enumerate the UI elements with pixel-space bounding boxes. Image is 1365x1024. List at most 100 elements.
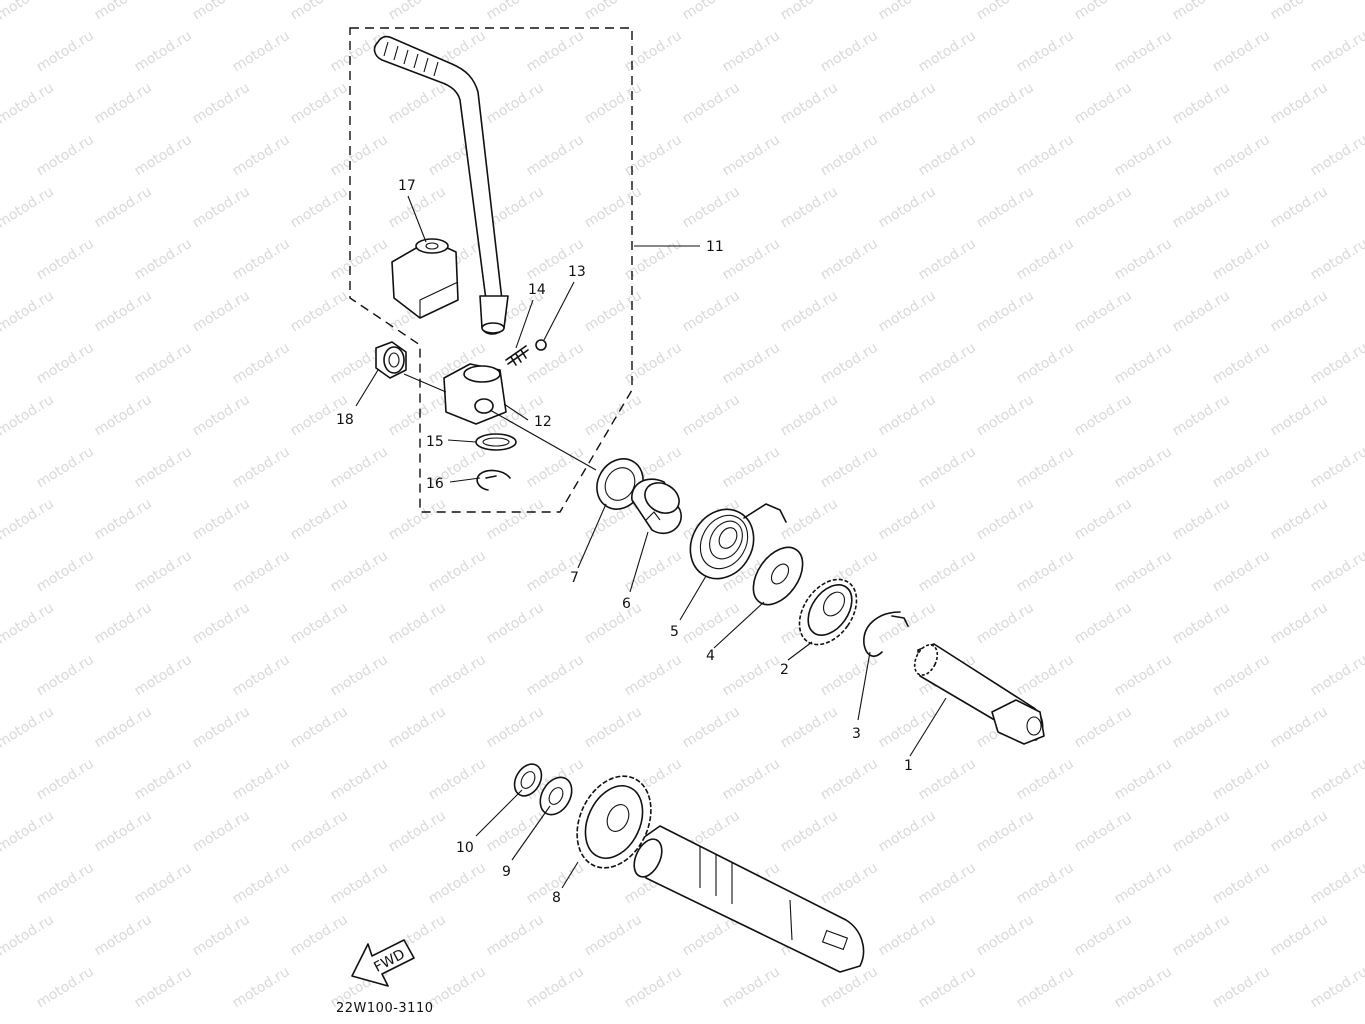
- watermark-text: motod.ru: [916, 236, 979, 284]
- callout-7: 7: [570, 570, 579, 586]
- watermark-text: motod.ru: [1014, 340, 1077, 388]
- watermark-text: motod.ru: [1014, 132, 1077, 180]
- watermark-text: motod.ru: [92, 704, 155, 752]
- callout-10: 10: [456, 840, 474, 856]
- watermark-text: motod.ru: [0, 80, 57, 128]
- watermark-text: motod.ru: [386, 808, 449, 856]
- watermark-text: motod.ru: [484, 80, 547, 128]
- watermark-text: motod.ru: [92, 288, 155, 336]
- watermark-text: motod.ru: [1112, 340, 1175, 388]
- watermark-text: motod.ru: [1170, 704, 1233, 752]
- watermark-text: motod.ru: [974, 0, 1037, 23]
- part-16-circlip: [476, 469, 511, 491]
- watermark-text: motod.ru: [386, 392, 449, 440]
- callout-labels: 17 11 13 14 12 18 15 16 7 6 5 4 2 3 1 10…: [336, 178, 913, 906]
- watermark-text: motod.ru: [34, 236, 97, 284]
- watermark-text: motod.ru: [0, 704, 57, 752]
- watermark-text: motod.ru: [190, 392, 253, 440]
- watermark-text: motod.ru: [328, 756, 391, 804]
- watermark-text: motod.ru: [230, 340, 293, 388]
- watermark-text: motod.ru: [1014, 964, 1077, 1012]
- watermark-text: motod.ru: [1112, 236, 1175, 284]
- watermark-text: motod.ru: [974, 392, 1037, 440]
- watermark-text: motod.ru: [1170, 392, 1233, 440]
- watermark-text: motod.ru: [818, 964, 881, 1012]
- watermark-text: motod.ru: [916, 340, 979, 388]
- watermark-text: motod.ru: [1014, 860, 1077, 908]
- part-3-clip: [863, 611, 909, 657]
- watermark-text: motod.ru: [132, 340, 195, 388]
- watermark-text: motod.ru: [974, 184, 1037, 232]
- watermark-text: motod.ru: [876, 80, 939, 128]
- part-14-spring: [505, 345, 529, 366]
- callout-15: 15: [426, 434, 444, 450]
- watermark-text: motod.ru: [778, 704, 841, 752]
- watermark-text: motod.ru: [680, 0, 743, 23]
- watermark-text: motod.ru: [524, 132, 587, 180]
- watermark-text: motod.ru: [818, 444, 881, 492]
- watermark-text: motod.ru: [34, 964, 97, 1012]
- watermark-text: motod.ru: [34, 652, 97, 700]
- watermark-text: motod.ru: [974, 288, 1037, 336]
- watermark-text: motod.ru: [1268, 808, 1331, 856]
- watermark-text: motod.ru: [484, 496, 547, 544]
- watermark-text: motod.ru: [916, 132, 979, 180]
- watermark-text: motod.ru: [974, 600, 1037, 648]
- watermark-text: motod.ru: [426, 756, 489, 804]
- watermark-text: motod.ru: [92, 392, 155, 440]
- watermark-text: motod.ru: [582, 0, 645, 23]
- watermark-text: motod.ru: [230, 860, 293, 908]
- watermark-text: motod.ru: [1170, 0, 1233, 23]
- watermark-text: motod.ru: [1210, 964, 1273, 1012]
- watermark-text: motod.ru: [426, 652, 489, 700]
- watermark-text: motod.ru: [34, 340, 97, 388]
- watermark-text: motod.ru: [582, 80, 645, 128]
- watermark-text: motod.ru: [0, 912, 57, 960]
- watermark-text: motod.ru: [132, 444, 195, 492]
- watermark-text: motod.ru: [426, 964, 489, 1012]
- watermark-text: motod.ru: [622, 236, 685, 284]
- watermark-text: motod.ru: [92, 0, 155, 23]
- fwd-arrow-icon: FWD: [351, 939, 415, 987]
- watermark-text: motod.ru: [386, 704, 449, 752]
- callout-12: 12: [534, 414, 552, 430]
- callout-17: 17: [398, 178, 416, 194]
- watermark-text: motod.ru: [778, 0, 841, 23]
- watermark-text: motod.ru: [288, 184, 351, 232]
- part-8-shaft-assembly: [576, 775, 865, 973]
- callout-3: 3: [852, 726, 861, 742]
- watermark-text: motod.ru: [1268, 704, 1331, 752]
- watermark-text: motod.ru: [1210, 236, 1273, 284]
- watermark-text: motod.ru: [34, 548, 97, 596]
- watermark-text: motod.ru: [622, 964, 685, 1012]
- watermark-text: motod.ru: [818, 652, 881, 700]
- watermark-text: motod.ru: [328, 860, 391, 908]
- watermark-text: motod.ru: [288, 288, 351, 336]
- watermark-text: motod.ru: [1072, 80, 1135, 128]
- watermark-text: motod.ru: [1112, 964, 1175, 1012]
- watermark-text: motod.ru: [876, 496, 939, 544]
- watermark-text: motod.ru: [230, 28, 293, 76]
- watermark-text: motod.ru: [916, 756, 979, 804]
- watermark-text: motod.ru: [622, 28, 685, 76]
- watermark-text: motod.ru: [1268, 80, 1331, 128]
- watermark-text: motod.ru: [484, 600, 547, 648]
- watermark-text: motod.ru: [1072, 808, 1135, 856]
- watermark-text: motod.ru: [778, 808, 841, 856]
- watermark-text: motod.ru: [34, 756, 97, 804]
- part-5-spring: [689, 503, 787, 580]
- watermark-text: motod.ru: [386, 0, 449, 23]
- watermark-text: motod.ru: [778, 80, 841, 128]
- part-9-washer: [539, 776, 573, 816]
- watermark-text: motod.ru: [1210, 340, 1273, 388]
- watermark-text: motod.ru: [778, 288, 841, 336]
- watermark-text: motod.ru: [1170, 80, 1233, 128]
- watermark-text: motod.ru: [1014, 28, 1077, 76]
- watermark-text: motod.ru: [778, 184, 841, 232]
- watermark-text: motod.ru: [190, 184, 253, 232]
- watermark-text: motod.ru: [1308, 444, 1365, 492]
- watermark-text: motod.ru: [1308, 860, 1365, 908]
- watermark-text: motod.ru: [720, 340, 783, 388]
- part-10-circlip: [513, 763, 543, 797]
- watermark-text: motod.ru: [230, 444, 293, 492]
